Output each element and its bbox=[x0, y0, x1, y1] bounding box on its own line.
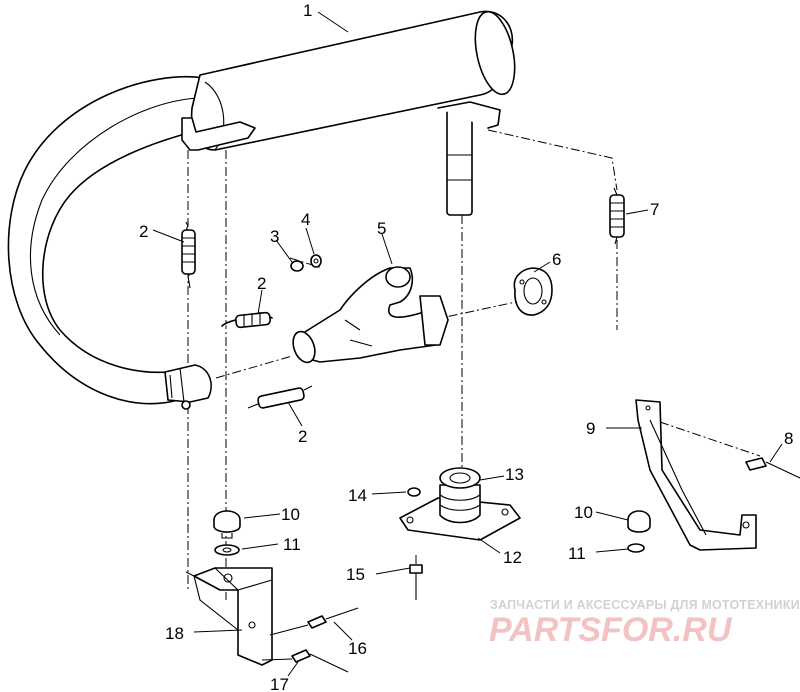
callouts: 1 2 2 2 3 4 5 6 7 8 9 10 10 11 11 12 13 … bbox=[139, 1, 793, 692]
gasket bbox=[513, 267, 553, 316]
callout-6: 6 bbox=[552, 250, 561, 269]
cables bbox=[261, 607, 359, 673]
callout-16: 16 bbox=[348, 639, 367, 658]
callout-11-left: 11 bbox=[283, 535, 301, 554]
callout-18: 18 bbox=[165, 624, 184, 643]
callout-4: 4 bbox=[301, 210, 310, 229]
callout-12: 12 bbox=[503, 548, 522, 567]
rubber-mount-assembly bbox=[399, 467, 521, 600]
callout-13: 13 bbox=[505, 465, 524, 484]
callout-5: 5 bbox=[377, 219, 386, 238]
right-bracket bbox=[627, 399, 800, 553]
callout-3: 3 bbox=[270, 227, 279, 246]
callout-10-right: 10 bbox=[574, 503, 593, 522]
callout-15: 15 bbox=[346, 565, 365, 584]
left-bracket bbox=[185, 567, 273, 666]
y-pipe bbox=[292, 266, 449, 364]
callout-17: 17 bbox=[270, 675, 289, 692]
callout-2-middle: 2 bbox=[257, 274, 266, 293]
grommet-left bbox=[213, 510, 241, 556]
watermark-logo: PARTSFOR.RU bbox=[489, 611, 733, 649]
watermark-caption: ЗАПЧАСТИ И АКСЕССУАРЫ ДЛЯ МОТОТЕХНИКИ bbox=[490, 598, 800, 612]
leader-lines bbox=[152, 11, 783, 677]
callout-10-left: 10 bbox=[281, 505, 300, 524]
callout-9: 9 bbox=[586, 419, 595, 438]
callout-1: 1 bbox=[303, 1, 312, 20]
muffler-assembly bbox=[7, 10, 516, 410]
callout-7: 7 bbox=[650, 200, 659, 219]
callout-14: 14 bbox=[348, 486, 367, 505]
callout-2-lower: 2 bbox=[298, 427, 307, 446]
nut-and-washer bbox=[290, 254, 322, 272]
callout-2-upper: 2 bbox=[139, 222, 148, 241]
callout-11-right: 11 bbox=[568, 544, 586, 563]
callout-8: 8 bbox=[784, 429, 793, 448]
springs bbox=[181, 187, 625, 409]
